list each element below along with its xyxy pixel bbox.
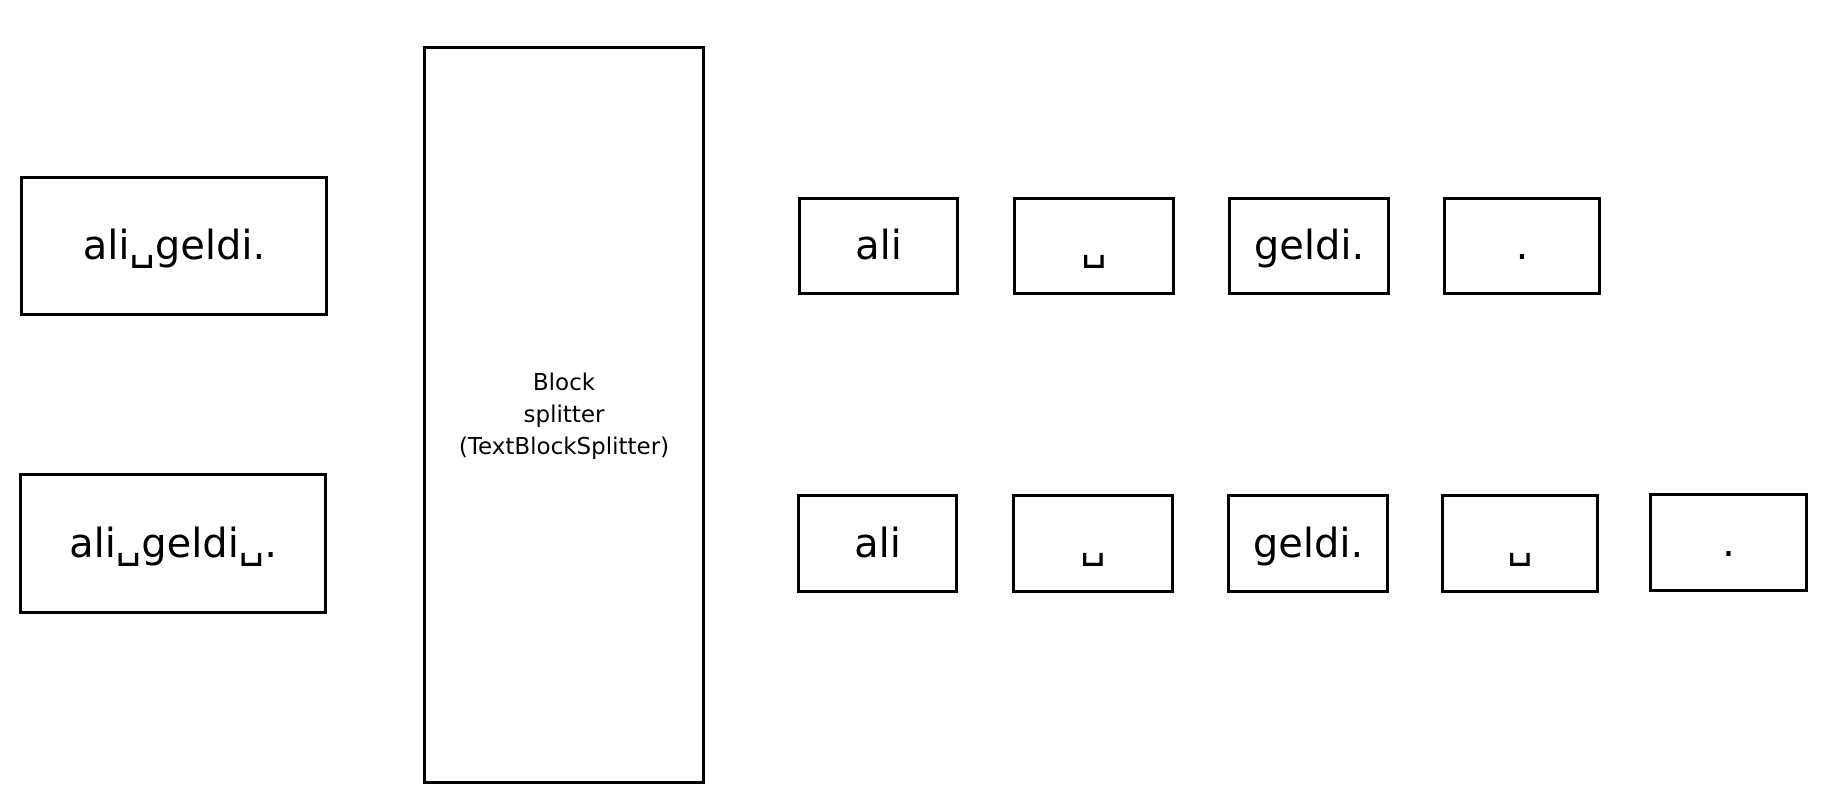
input-text-2: ali␣geldi␣. [69, 520, 277, 567]
output-token: . [1722, 519, 1735, 566]
output-token: . [1515, 223, 1529, 269]
input-text-1: ali␣geldi. [82, 223, 266, 269]
output-token-box: geldi. [1228, 197, 1390, 295]
output-token: ␣ [1507, 520, 1533, 567]
output-token-box: ␣ [1013, 197, 1175, 295]
output-token-box: . [1443, 197, 1601, 295]
output-token-box: ali [797, 494, 958, 593]
output-token: ali [855, 223, 902, 269]
output-token: geldi. [1252, 520, 1364, 567]
splitter-label-line-1: Block [532, 370, 596, 396]
input-text-box-2: ali␣geldi␣. [19, 473, 327, 614]
output-token: ␣ [1080, 520, 1106, 567]
block-splitter-box: Block splitter (TextBlockSplitter) [423, 46, 705, 784]
output-token-box: . [1649, 493, 1808, 592]
output-token: geldi. [1253, 223, 1365, 269]
input-text-box-1: ali␣geldi. [20, 176, 328, 316]
splitter-label-line-2: splitter [523, 402, 605, 428]
output-token-box: ali [798, 197, 959, 295]
splitter-label-line-3: (TextBlockSplitter) [458, 434, 670, 460]
output-token-box: ␣ [1441, 494, 1599, 593]
output-token: ali [854, 520, 901, 567]
output-token: ␣ [1081, 223, 1107, 269]
output-token-box: ␣ [1012, 494, 1174, 593]
output-token-box: geldi. [1227, 494, 1389, 593]
